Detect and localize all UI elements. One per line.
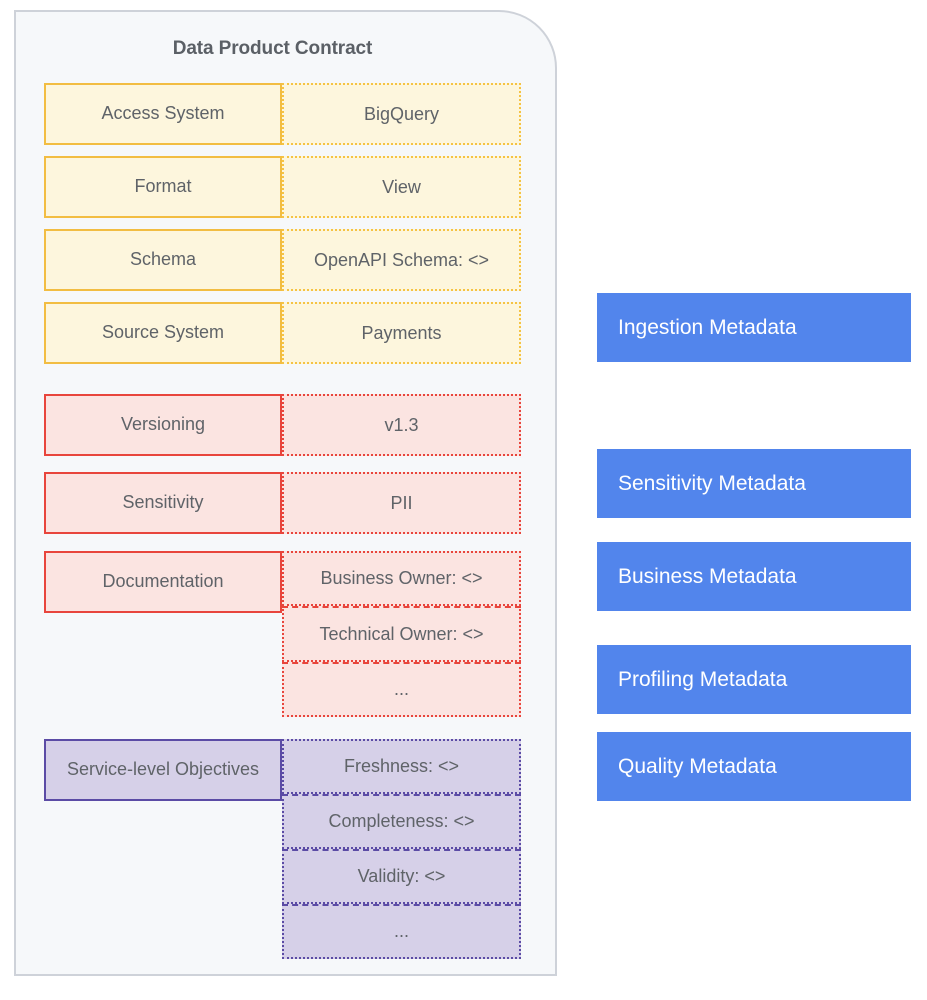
row-values-schema: OpenAPI Schema: <>	[282, 229, 521, 291]
row-value: Completeness: <>	[282, 794, 521, 849]
contract-row-versioning[interactable]: Versioning v1.3	[44, 394, 521, 456]
row-values-versioning: v1.3	[282, 394, 521, 456]
contract-row-service-level-objectives[interactable]: Service-level Objectives Freshness: <> C…	[44, 739, 521, 959]
legend-block-sensitivity-metadata[interactable]: Sensitivity Metadata	[597, 449, 911, 518]
row-value-ellipsis: ...	[282, 904, 521, 959]
row-values-access-system: BigQuery	[282, 83, 521, 145]
legend-label: Quality Metadata	[618, 754, 777, 778]
legend-label: Business Metadata	[618, 564, 797, 588]
row-key-format: Format	[44, 156, 282, 218]
legend-label: Profiling Metadata	[618, 667, 788, 691]
legend-block-profiling-metadata[interactable]: Profiling Metadata	[597, 645, 911, 714]
page-title: Data Product Contract	[172, 38, 373, 59]
row-value: Technical Owner: <>	[282, 606, 521, 662]
row-key-sensitivity: Sensitivity	[44, 472, 282, 534]
row-key-versioning: Versioning	[44, 394, 282, 456]
row-value: PII	[282, 472, 521, 534]
row-key-source-system: Source System	[44, 302, 282, 364]
row-value: OpenAPI Schema: <>	[282, 229, 521, 291]
legend-block-business-metadata[interactable]: Business Metadata	[597, 542, 911, 611]
row-value: Business Owner: <>	[282, 551, 521, 607]
row-values-source-system: Payments	[282, 302, 521, 364]
contract-row-source-system[interactable]: Source System Payments	[44, 302, 521, 364]
row-value: Freshness: <>	[282, 739, 521, 794]
row-key-access-system: Access System	[44, 83, 282, 145]
row-value: View	[282, 156, 521, 218]
row-key-schema: Schema	[44, 229, 282, 291]
legend-block-quality-metadata[interactable]: Quality Metadata	[597, 732, 911, 801]
row-value-ellipsis: ...	[282, 661, 521, 717]
row-values-service-level-objectives: Freshness: <> Completeness: <> Validity:…	[282, 739, 521, 959]
data-product-contract-card: Data Product Contract Access System BigQ…	[14, 10, 557, 976]
row-values-format: View	[282, 156, 521, 218]
row-key-service-level-objectives: Service-level Objectives	[44, 739, 282, 801]
contract-row-sensitivity[interactable]: Sensitivity PII	[44, 472, 521, 534]
contract-row-format[interactable]: Format View	[44, 156, 521, 218]
row-values-documentation: Business Owner: <> Technical Owner: <> .…	[282, 551, 521, 717]
row-key-documentation: Documentation	[44, 551, 282, 613]
contract-row-schema[interactable]: Schema OpenAPI Schema: <>	[44, 229, 521, 291]
contract-row-documentation[interactable]: Documentation Business Owner: <> Technic…	[44, 551, 521, 717]
legend-block-ingestion-metadata[interactable]: Ingestion Metadata	[597, 293, 911, 362]
legend-label: Sensitivity Metadata	[618, 471, 806, 495]
row-value: Payments	[282, 302, 521, 364]
row-value: Validity: <>	[282, 849, 521, 904]
row-value: BigQuery	[282, 83, 521, 145]
row-value: v1.3	[282, 394, 521, 456]
legend-label: Ingestion Metadata	[618, 315, 797, 339]
row-values-sensitivity: PII	[282, 472, 521, 534]
contract-row-access-system[interactable]: Access System BigQuery	[44, 83, 521, 145]
